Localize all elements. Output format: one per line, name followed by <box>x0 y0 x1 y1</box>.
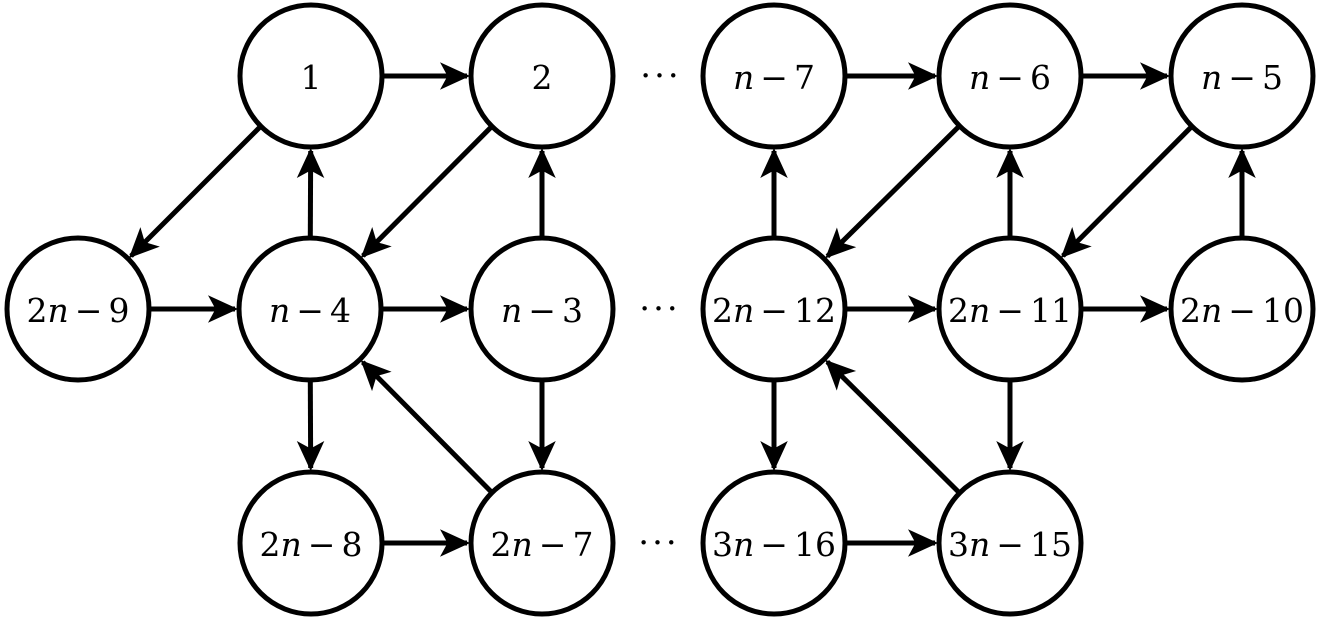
node-circle[interactable] <box>468 469 616 617</box>
ellipsis-label: ··· <box>640 56 681 96</box>
node-circle[interactable] <box>936 469 1084 617</box>
node-circle[interactable] <box>237 2 385 150</box>
graph-edge <box>128 124 263 259</box>
node-label: 2n−7 <box>491 525 594 564</box>
node-label: 3n−16 <box>712 525 836 564</box>
node-label: 2n−8 <box>260 525 363 564</box>
node-label: 2n−9 <box>27 291 130 330</box>
graph-node[interactable]: 2 <box>468 2 616 150</box>
node-label: 2n−11 <box>948 291 1072 330</box>
node-label: n−4 <box>269 291 351 330</box>
graph-node[interactable]: n−4 <box>236 235 384 383</box>
node-circle[interactable] <box>236 235 384 383</box>
graph-node[interactable]: 2n−9 <box>4 235 152 383</box>
node-label: 2n−10 <box>1180 291 1304 330</box>
node-label: n−6 <box>969 58 1051 97</box>
ellipses-layer: ··· ··· ··· <box>638 56 681 563</box>
node-label: 2n−12 <box>712 291 836 330</box>
node-circle[interactable] <box>700 235 848 383</box>
node-circle[interactable] <box>237 469 385 617</box>
graph-node[interactable]: n−7 <box>700 2 848 150</box>
node-circle[interactable] <box>700 469 848 617</box>
node-label: 3n−15 <box>948 525 1072 564</box>
node-label: 1 <box>301 58 322 97</box>
node-circle[interactable] <box>936 2 1084 150</box>
graph-node[interactable]: n−6 <box>936 2 1084 150</box>
node-circle[interactable] <box>1168 235 1316 383</box>
graph-node[interactable]: 2n−10 <box>1168 235 1316 383</box>
node-label: n−5 <box>1201 58 1283 97</box>
node-circle[interactable] <box>936 235 1084 383</box>
graph-edge <box>360 360 494 495</box>
graph-edge <box>360 124 494 258</box>
graph-edge <box>825 359 962 495</box>
edges-layer <box>128 62 1256 557</box>
graph-node[interactable]: 3n−15 <box>936 469 1084 617</box>
node-label: 2 <box>532 58 553 97</box>
ellipsis-label: ··· <box>638 523 679 563</box>
node-label: n−3 <box>501 291 583 330</box>
graph-node[interactable]: 1 <box>237 2 385 150</box>
graph-node[interactable]: n−3 <box>468 235 616 383</box>
graph-node[interactable]: 2n−7 <box>468 469 616 617</box>
node-circle[interactable] <box>468 235 616 383</box>
graph-edge <box>825 124 962 259</box>
node-circle[interactable] <box>468 2 616 150</box>
node-circle[interactable] <box>700 2 848 150</box>
node-label: n−7 <box>733 58 815 97</box>
graph-node[interactable]: 3n−16 <box>700 469 848 617</box>
graph-node[interactable]: n−5 <box>1168 2 1316 150</box>
graph-node[interactable]: 2n−12 <box>700 235 848 383</box>
graph-node[interactable]: 2n−11 <box>936 235 1084 383</box>
node-circle[interactable] <box>4 235 152 383</box>
graph-edge <box>1060 124 1194 258</box>
ellipsis-label: ··· <box>639 289 680 329</box>
graph-node[interactable]: 2n−8 <box>237 469 385 617</box>
node-circle[interactable] <box>1168 2 1316 150</box>
